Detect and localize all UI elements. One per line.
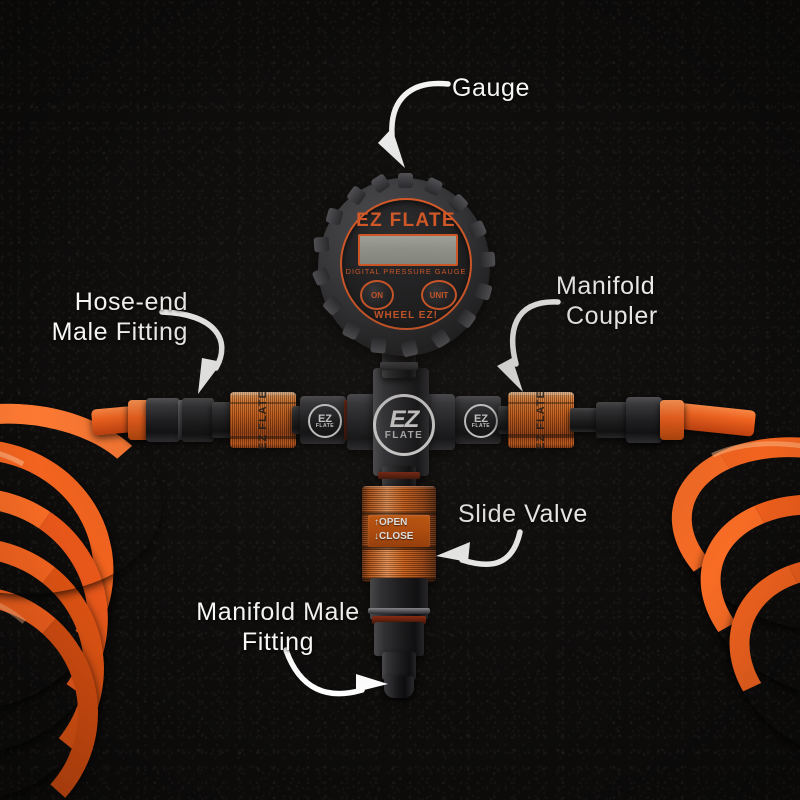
vignette-overlay	[0, 0, 800, 800]
product-diagram-canvas: EZ FLATE EZ FLATE EZ FLATE EZ FLATE EZ F…	[0, 0, 800, 800]
